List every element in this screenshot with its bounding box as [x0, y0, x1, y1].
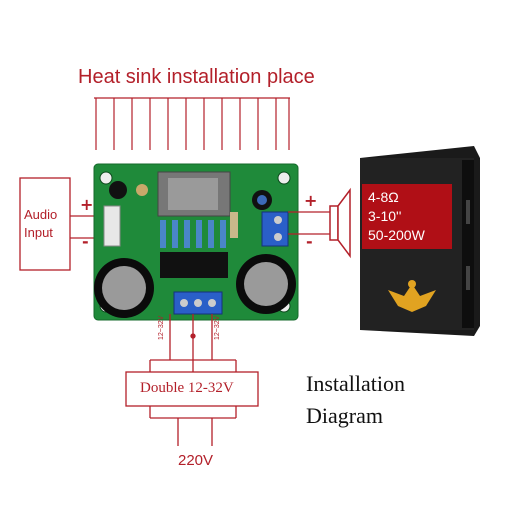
- supply-right-voltage: 12~32V: [214, 315, 221, 340]
- output-plus-sign: +: [304, 191, 318, 210]
- audio-input-line2: Input: [24, 225, 53, 240]
- mains-voltage-label: 220V: [178, 452, 214, 469]
- diagram-title: Installation Diagram: [306, 368, 405, 432]
- transformer-label: Double 12-32V: [140, 380, 234, 396]
- speaker-power: 50-200W: [368, 227, 425, 243]
- supply-wires: [125, 314, 259, 446]
- input-plus-sign: +: [80, 195, 94, 214]
- audio-input-label: Audio Input: [24, 206, 57, 242]
- output-minus-sign: -: [306, 232, 313, 251]
- diagram-title-line2: Diagram: [306, 403, 383, 428]
- speaker-size: 3-10'': [368, 208, 402, 224]
- diagram-title-line1: Installation: [306, 371, 405, 396]
- speaker-wires: [288, 211, 330, 235]
- eagle-emblem-icon: [388, 280, 436, 312]
- speaker-driver-icon: [329, 187, 351, 259]
- heat-sink-label: Heat sink installation place: [78, 66, 315, 88]
- input-minus-sign: -: [82, 232, 89, 251]
- heat-sink-fins: [94, 97, 290, 150]
- amplifier-pcb: [93, 163, 299, 321]
- speaker-spec-panel: 4-8Ω 3-10'' 50-200W: [362, 184, 452, 249]
- audio-input-line1: Audio: [24, 207, 58, 222]
- supply-left-voltage: 12~32V: [158, 315, 165, 340]
- speaker-impedance: 4-8Ω: [368, 189, 399, 205]
